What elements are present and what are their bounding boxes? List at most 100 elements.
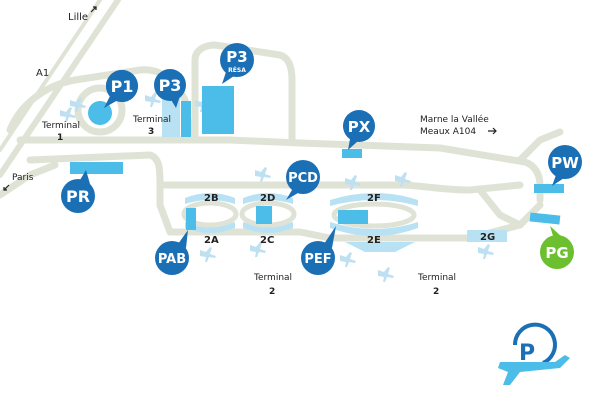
pin-p3-circle: [154, 69, 186, 101]
pin-p3-resa[interactable]: P3 RÉSA: [220, 43, 254, 84]
pin-pw[interactable]: PW: [548, 145, 582, 186]
pin-px-label: PX: [348, 118, 371, 136]
pin-p1-circle: [106, 70, 138, 102]
plane-icon: [345, 175, 361, 190]
plane-icon: [70, 97, 86, 112]
gate-label-2e: 2E: [367, 235, 381, 246]
road-label-a1: A1: [36, 68, 49, 79]
plane-icon: [200, 247, 216, 262]
pin-pef-circle: [301, 241, 335, 275]
map-labels: Lille A1 Paris Marne la Vallée Meaux A10…: [3, 6, 497, 297]
terminal-2cd-hub: [256, 206, 272, 224]
gate-label-2c: 2C: [260, 235, 274, 246]
pin-p3[interactable]: P3: [154, 69, 186, 108]
pin-pcd-circle: [286, 160, 320, 194]
logo-p: P: [519, 341, 535, 366]
pin-p3-label: P3: [159, 76, 182, 95]
pin-pef-tail: [324, 226, 336, 248]
plane-icon: [250, 242, 266, 257]
terminal1-number: 1: [57, 133, 63, 143]
pin-pab[interactable]: PAB: [155, 230, 189, 275]
pin-p3-resa-label: P3: [226, 48, 247, 66]
terminal-2b-building: [185, 193, 235, 204]
parking-pins: P1 P3 P3 RÉSA PX PW PR: [61, 43, 582, 275]
parking-areas: [70, 86, 564, 225]
pin-px-circle: [343, 110, 375, 142]
terminal2-left-number: 2: [269, 287, 275, 297]
parking-p3-area: [181, 101, 191, 137]
pin-pab-circle: [155, 241, 189, 275]
gate-label-2g: 2G: [480, 232, 495, 243]
arrow-paris-icon: [3, 184, 10, 191]
pin-pef-label: PEF: [304, 252, 331, 267]
terminal2-right-label: Terminal: [417, 273, 456, 283]
pin-pab-tail: [178, 230, 188, 248]
road-label-meaux: Meaux A104: [420, 127, 476, 137]
pin-pw-tail: [552, 175, 564, 186]
parking-pr-area: [70, 162, 123, 174]
pin-pcd-label: PCD: [288, 171, 318, 186]
parking-pw-area: [534, 184, 564, 193]
terminal-2g-building: [467, 230, 507, 242]
pin-pr-tail: [80, 170, 90, 184]
pin-pr-label: PR: [66, 187, 90, 206]
road-label-lille: Lille: [68, 12, 88, 23]
plane-icon: [145, 92, 161, 107]
pin-p1[interactable]: P1: [104, 70, 138, 108]
terminal-2f-building: [330, 193, 418, 206]
main-ring-road: [16, 136, 544, 204]
pin-pr-circle: [61, 179, 95, 213]
plane-icon: [478, 244, 494, 259]
parking-p1-area: [88, 101, 112, 125]
terminal-2ab-ring: [181, 200, 239, 228]
plane-icon: [395, 172, 411, 187]
pin-p3-resa-sublabel: RÉSA: [228, 66, 246, 74]
parking-px-area: [342, 149, 362, 158]
pin-px[interactable]: PX: [343, 110, 375, 150]
logo-circle: [512, 322, 557, 365]
terminal2-left-label: Terminal: [253, 273, 292, 283]
a1-motorway-2: [0, 0, 102, 152]
paris-road: [0, 161, 59, 199]
terminal1-label: Terminal: [41, 121, 80, 131]
gate-label-2f: 2F: [367, 193, 381, 204]
pin-p3-resa-circle: [220, 43, 254, 77]
arrow-marne-icon: [488, 127, 497, 135]
pin-pg[interactable]: PG: [540, 226, 574, 269]
terminal-2ef-hub: [338, 210, 368, 224]
pin-pg-tail: [550, 226, 562, 237]
logo-plane: [498, 355, 570, 385]
pin-pw-label: PW: [551, 154, 579, 172]
terminal-2ef-ring: [331, 201, 417, 229]
road-label-marne: Marne la Vallée: [420, 114, 489, 125]
terminal3-label: Terminal: [132, 115, 171, 125]
terminal2-right-number: 2: [433, 287, 439, 297]
pin-p1-tail: [104, 96, 118, 108]
pin-pcd[interactable]: PCD: [286, 160, 320, 200]
pin-p3-resa-tail: [222, 72, 234, 84]
pin-pr[interactable]: PR: [61, 170, 95, 213]
pin-pef[interactable]: PEF: [301, 226, 336, 275]
plane-icon: [340, 252, 356, 267]
arrow-lille-icon: [90, 6, 97, 13]
plane-icon: [378, 267, 394, 282]
t2-upper-road: [156, 181, 524, 194]
east-link-road: [476, 186, 524, 229]
pin-p1-label: P1: [111, 77, 134, 96]
terminal-2e-pier: [345, 242, 415, 252]
parking-airplane-icon: P: [498, 322, 570, 385]
gate-label-2a: 2A: [204, 235, 219, 246]
gate-label-2b: 2B: [204, 193, 219, 204]
pin-p3-tail: [170, 96, 180, 108]
pin-pg-label: PG: [545, 244, 568, 262]
road-label-paris: Paris: [12, 173, 34, 183]
plane-icon: [60, 107, 76, 122]
terminal3-number: 3: [148, 127, 154, 137]
pin-pcd-tail: [286, 190, 298, 200]
plane-icon: [255, 167, 271, 182]
parking-pg-area: [529, 212, 561, 225]
terminal-2d-building: [243, 193, 293, 204]
gate-label-2d: 2D: [260, 193, 275, 204]
pin-pw-circle: [548, 145, 582, 179]
